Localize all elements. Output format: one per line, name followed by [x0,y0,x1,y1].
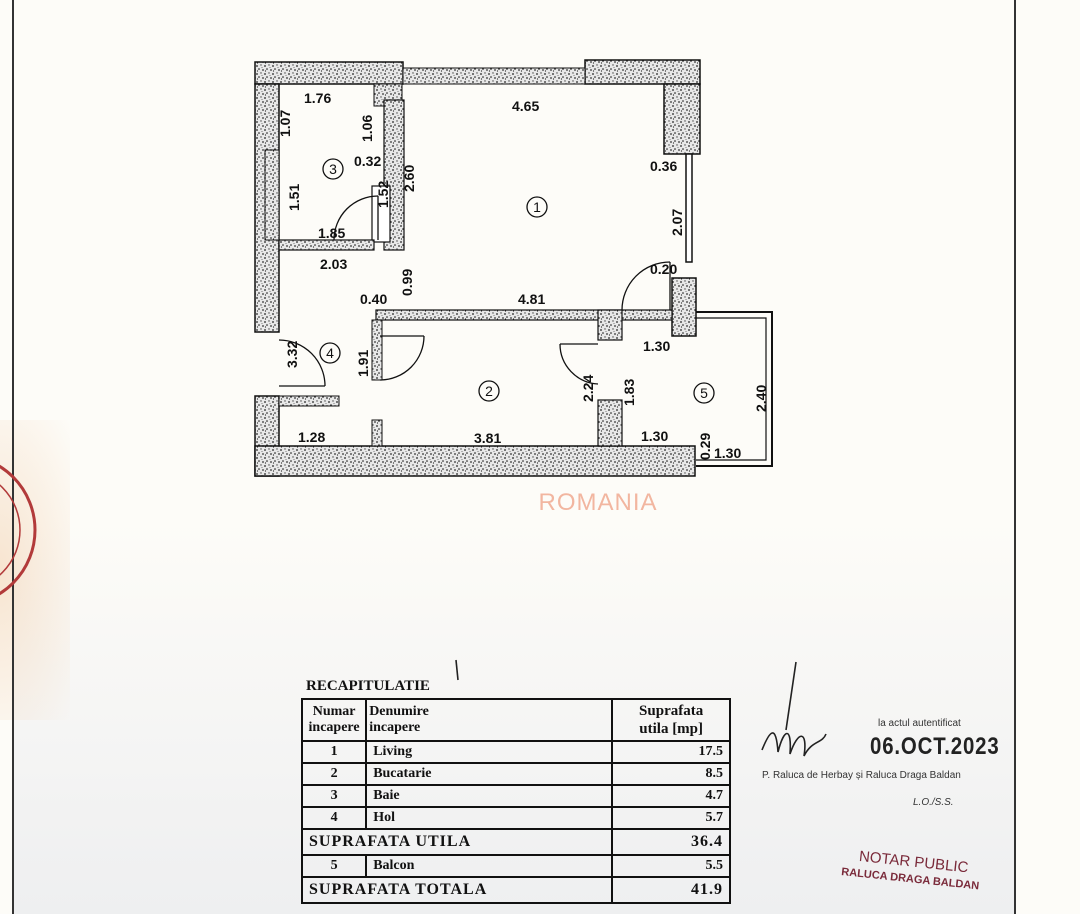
watermark: ROMANIA [538,489,657,516]
page-edge-right [1014,0,1016,914]
room-area-cell: 5.7 [611,806,731,830]
room-name-cell: Living [365,740,614,764]
useful-area-label: SUPRAFATA UTILA [300,828,614,856]
dim-label: 1.51 [286,184,302,211]
door-swings [278,195,671,387]
header-text: Numar [312,704,356,719]
room-area-cell: 17.5 [611,740,731,764]
page-edge-left [12,0,14,914]
total-area-label: SUPRAFATA TOTALA [300,876,614,904]
room-4-number: 4 [326,345,334,361]
dim-label: 0.36 [650,158,677,174]
dim-label: 1.30 [714,445,741,461]
useful-area-row: SUPRAFATA UTILA 36.4 [300,828,731,856]
walls [254,59,701,477]
date-stamp: 06.OCT.2023 [870,733,1000,760]
dim-label: 1.52 [375,181,391,208]
dim-label: 1.06 [359,115,375,142]
room-area-cell: 8.5 [611,762,731,786]
dim-label: 0.20 [650,261,677,277]
room-3-number: 3 [329,161,337,177]
room-area-cell: 5.5 [611,854,731,878]
header-text: incapere [308,720,360,735]
dimension-labels: 1.76 1.07 1.06 4.65 0.32 2.60 0.36 1.51 … [277,90,769,461]
dim-label: 1.85 [318,225,345,241]
room-number-cell: 4 [300,806,368,830]
signature-marks [455,659,827,757]
dim-label: 1.28 [298,429,325,445]
notary-names: P. Raluca de Herbay și Raluca Draga Bald… [762,770,961,781]
dim-label: 0.29 [697,433,713,460]
dim-label: 1.07 [277,110,293,137]
notary-code: L.O./S.S. [913,797,954,808]
header-room-name: Denumire incapere [365,698,614,742]
table-row: 3 Baie 4.7 [300,784,731,808]
acte-label: la actul autentificat [878,718,961,729]
dim-label: 1.91 [355,350,371,377]
room-area-cell: 4.7 [611,784,731,808]
header-room-number: Numar incapere [300,698,368,742]
dim-label: 2.40 [753,385,769,412]
header-text: Denumire [369,704,429,719]
table-header-row: Numar incapere Denumire incapere Suprafa… [300,698,731,742]
room-number-cell: 2 [300,762,368,786]
header-text: Suprafata [639,703,704,719]
room-2-number: 2 [485,383,493,399]
dim-label: 1.30 [643,338,670,354]
table-row: 5 Balcon 5.5 [300,854,731,878]
dim-label: 4.65 [512,98,539,114]
table-row: 4 Hol 5.7 [300,806,731,830]
table-row: 1 Living 17.5 [300,740,731,764]
table-row: 2 Bucatarie 8.5 [300,762,731,786]
room-name-cell: Balcon [365,854,614,878]
dim-label: 1.30 [641,428,668,444]
recap-table: Numar incapere Denumire incapere Suprafa… [300,698,731,904]
header-area: Suprafata utila [mp] [611,698,731,742]
dim-label: 0.99 [399,269,415,296]
dim-label: 1.83 [621,379,637,406]
balcony-outline [696,311,773,467]
dim-label: 0.40 [360,291,387,307]
room-name-cell: Baie [365,784,614,808]
room-markers: 1 2 3 4 5 [319,158,715,404]
header-text: utila [mp] [639,721,704,737]
notary-seal-left [0,464,37,596]
useful-area-value: 36.4 [611,828,731,856]
stamp-tint [0,420,70,720]
dim-label: 2.60 [401,165,417,192]
room-number-cell: 1 [300,740,368,764]
dim-label: 1.76 [304,90,331,106]
recap-title: RECAPITULATIE [306,678,430,694]
dim-label: 3.81 [474,430,501,446]
total-area-row: SUPRAFATA TOTALA 41.9 [300,876,731,904]
room-name-cell: Bucatarie [365,762,614,786]
total-area-value: 41.9 [611,876,731,904]
room-1-number: 1 [533,199,541,215]
header-text: incapere [369,720,421,735]
room-5-number: 5 [700,385,708,401]
dim-label: 2.07 [669,209,685,236]
room-number-cell: 3 [300,784,368,808]
dim-label: 4.81 [518,291,545,307]
room-name-cell: Hol [365,806,614,830]
dim-label: 2.24 [580,375,596,402]
dim-label: 3.32 [284,341,300,368]
dim-label: 2.03 [320,256,347,272]
room-number-cell: 5 [300,854,368,878]
dim-label: 0.32 [354,153,381,169]
